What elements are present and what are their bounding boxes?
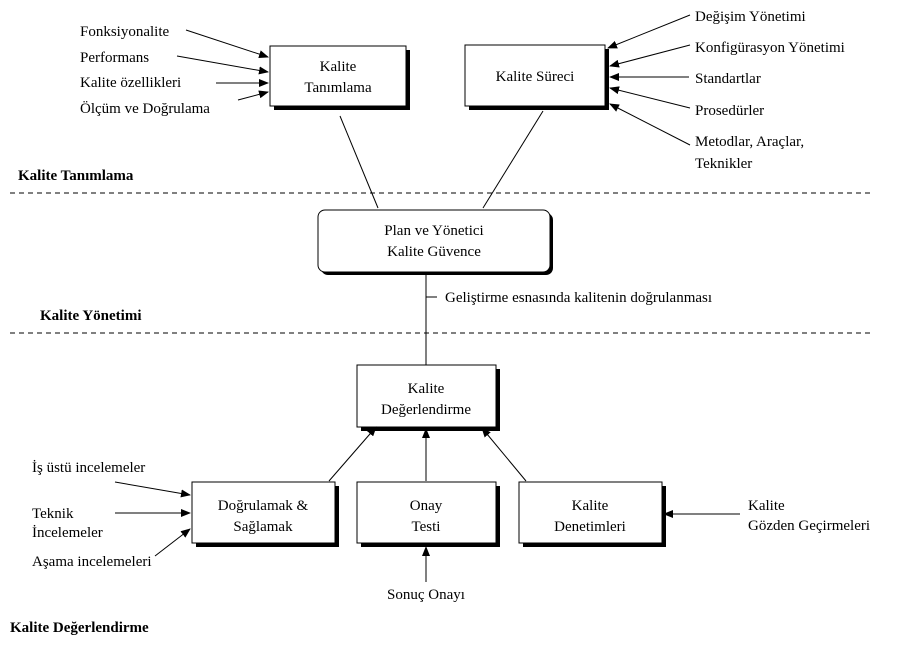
input-label-technical: Teknik [32, 506, 74, 522]
box-label: Testi [412, 519, 441, 535]
input-label-quality: Kalite [748, 498, 785, 514]
arrow-verify-to-evaluation [328, 426, 377, 482]
input-label-final-acceptance: Sonuç Onayı [387, 587, 465, 603]
box-label: Kalite [572, 498, 609, 514]
box-label: Değerlendirme [381, 402, 471, 418]
connector-definition-plan [339, 115, 379, 209]
arrow-input-change-mgmt [607, 14, 691, 49]
connector-process-plan [482, 110, 544, 209]
box-quality-evaluation: Kalite Değerlendirme [356, 364, 500, 431]
box-label: Doğrulamak & [218, 498, 309, 514]
box-label: Kalite [320, 59, 357, 75]
box-label: Tanımlama [304, 80, 372, 96]
box-acceptance-test: Onay Testi [356, 481, 500, 547]
arrow-audits-to-evaluation [481, 427, 527, 482]
input-label-walkthroughs: İş üstü incelemeler [32, 460, 145, 476]
box-label: Kalite [408, 381, 445, 397]
arrow-input-phase-reviews [154, 528, 191, 557]
arrow-input-functionality [185, 29, 269, 58]
box-label: Denetimleri [554, 519, 626, 535]
input-label-quality-features: Kalite özellikleri [80, 75, 181, 91]
input-label-change-mgmt: Değişim Yönetimi [695, 9, 806, 25]
box-label: Kalite Süreci [496, 69, 575, 85]
input-label-procedures: Prosedürler [695, 103, 764, 119]
arrow-input-measurement [237, 90, 269, 101]
arrow-input-walkthroughs [114, 481, 191, 498]
input-label-functionality: Fonksiyonalite [80, 24, 170, 40]
arrow-input-methods [609, 103, 691, 146]
arrow-input-config-mgmt [609, 44, 691, 68]
box-label: Plan ve Yönetici [384, 223, 483, 239]
section-title-management: Kalite Yönetimi [40, 308, 142, 324]
input-label-performance: Performans [80, 50, 149, 66]
box-verify-validate: Doğrulamak & Sağlamak [191, 481, 339, 547]
input-label-methods: Metodlar, Araçlar, [695, 134, 804, 150]
input-label-config-mgmt: Konfigürasyon Yönetimi [695, 40, 845, 56]
input-label-reviews-plural: Gözden Geçirmeleri [748, 518, 870, 534]
box-quality-definition: Kalite Tanımlama [269, 45, 410, 110]
input-label-standards: Standartlar [695, 71, 761, 87]
section-title-definition: Kalite Tanımlama [18, 168, 134, 184]
arrow-input-performance [176, 55, 269, 75]
section-title-evaluation: Kalite Değerlendirme [10, 620, 149, 636]
box-plan-manager: Plan ve Yönetici Kalite Güvence [317, 209, 553, 275]
box-label: Kalite Güvence [387, 244, 481, 260]
input-label-phase-reviews: Aşama incelemeleri [32, 554, 152, 570]
arrow-input-procedures [609, 86, 691, 109]
management-note: Geliştirme esnasında kalitenin doğrulanm… [445, 290, 712, 306]
input-label-techniques: Teknikler [695, 156, 752, 172]
input-label-reviews: İncelemeler [32, 525, 103, 541]
input-label-measurement: Ölçüm ve Doğrulama [80, 100, 210, 117]
box-quality-process: Kalite Süreci [464, 44, 609, 110]
box-quality-audits: Kalite Denetimleri [518, 481, 666, 547]
box-label: Onay [410, 498, 443, 514]
box-label: Sağlamak [233, 519, 293, 535]
